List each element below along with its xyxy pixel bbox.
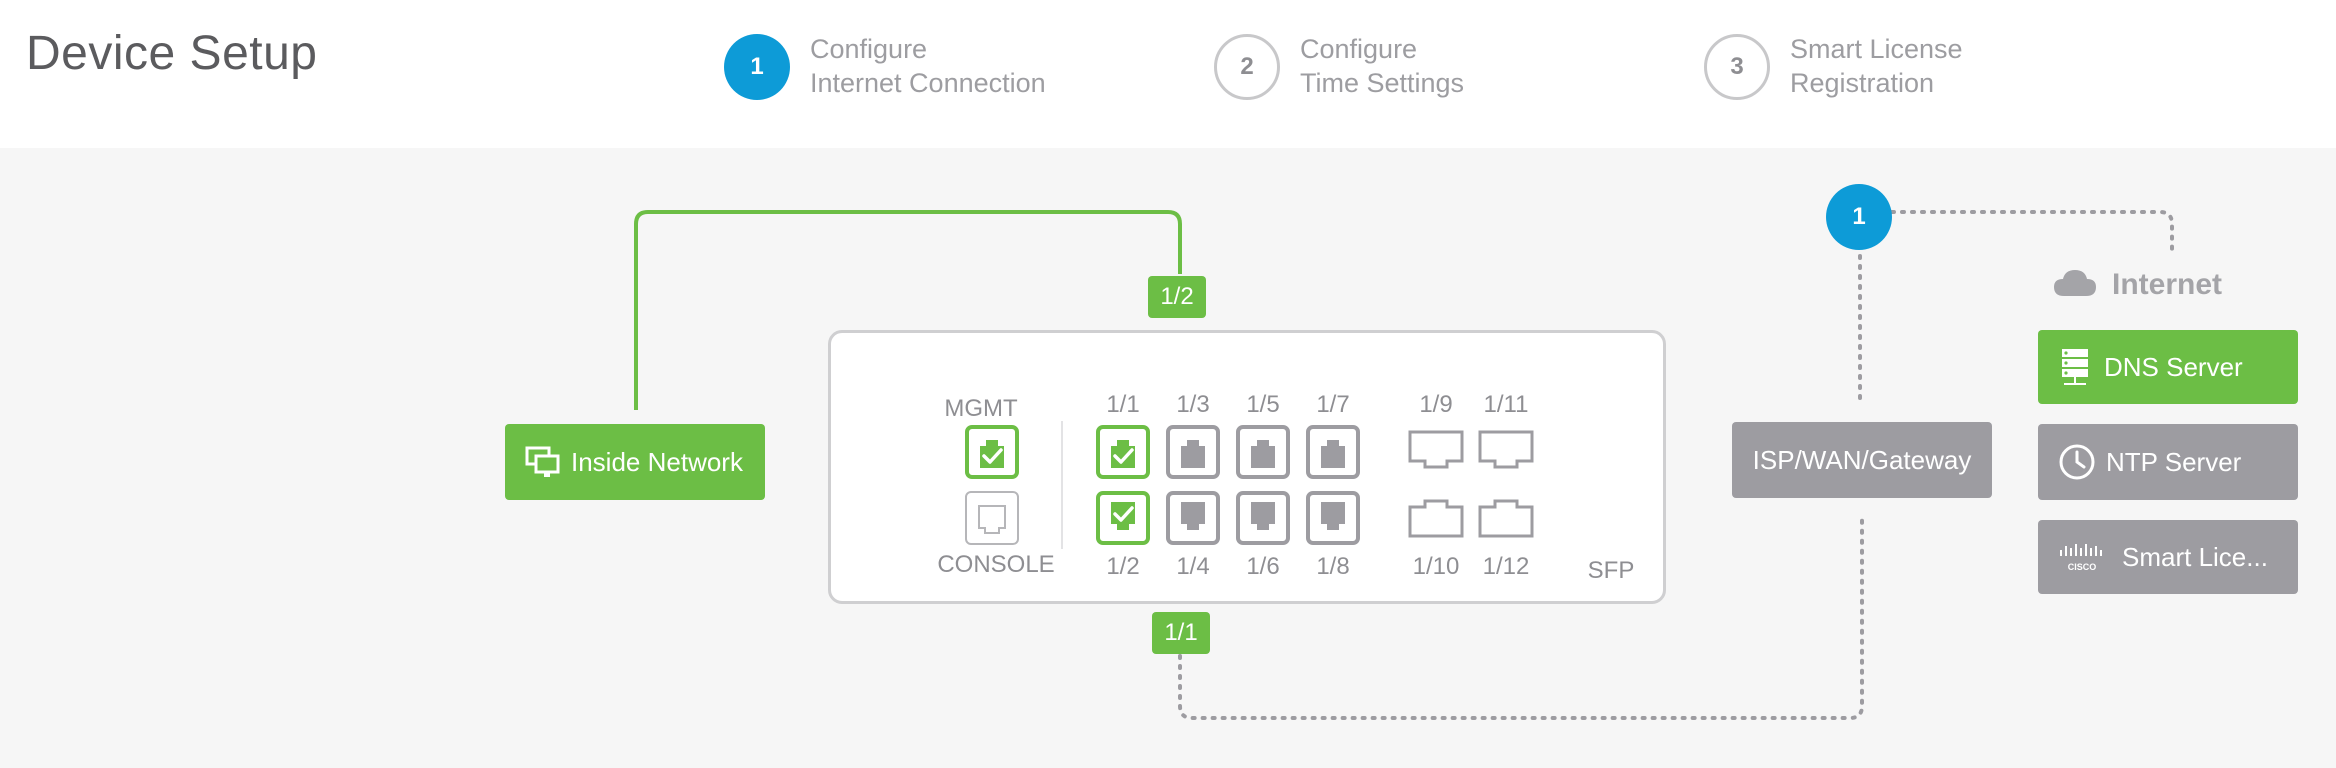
step-1-badge: 1 (1826, 184, 1892, 250)
ntp-server-label: NTP Server (2106, 446, 2242, 477)
port-label-1-6: 1/6 (1246, 553, 1280, 580)
port-label-1-10: 1/10 (1412, 553, 1460, 580)
console-port-icon (978, 505, 1006, 534)
page-title: Device Setup (26, 27, 318, 80)
ntp-server-button[interactable]: NTP Server (2038, 424, 2298, 500)
step-label: Configure Internet Connection (810, 32, 1046, 100)
port-1-1[interactable] (1096, 425, 1150, 479)
sfp-port-icon (1478, 430, 1534, 469)
cloud-icon (2052, 268, 2098, 303)
server-stack-icon (2060, 347, 2090, 387)
internet-label: Internet (2112, 268, 2223, 301)
svg-text:CISCO: CISCO (2068, 562, 2097, 572)
port-label-1-9: 1/9 (1419, 391, 1453, 418)
ethernet-port-icon (1321, 440, 1345, 468)
ethernet-port-icon (1181, 440, 1205, 468)
step-number-badge: 1 (724, 34, 790, 100)
port-1-6[interactable] (1236, 491, 1290, 545)
port-1-8[interactable] (1306, 491, 1360, 545)
port-label-1-11: 1/11 (1483, 391, 1529, 418)
console-label: CONSOLE (937, 551, 1055, 578)
ethernet-port-icon (1111, 440, 1135, 468)
inside-network-button[interactable]: Inside Network (505, 424, 765, 500)
smart-license-button[interactable]: CISCO Smart Lice... (2038, 520, 2298, 594)
step-label-line2: Internet Connection (810, 68, 1046, 98)
port-tag-bottom: 1/1 (1152, 612, 1210, 654)
step-number-badge: 2 (1214, 34, 1280, 100)
sfp-port-1-9[interactable] (1407, 429, 1465, 473)
internet-link-line (1890, 210, 2174, 254)
step-label: Configure Time Settings (1300, 32, 1464, 100)
network-diagram: 1/2 1/1 Inside Network MGMT CONSOLE 1/1 … (0, 148, 2336, 768)
sfp-port-icon (1408, 430, 1464, 469)
port-1-4[interactable] (1166, 491, 1220, 545)
ethernet-port-icon (1251, 502, 1275, 530)
dns-server-label: DNS Server (2104, 351, 2243, 382)
port-label-1-12: 1/12 (1482, 553, 1530, 580)
ethernet-port-icon (980, 440, 1004, 468)
step-label-line2: Registration (1790, 68, 1935, 98)
connection-lines (634, 210, 2174, 720)
sfp-port-1-10[interactable] (1407, 495, 1465, 539)
mgmt-label: MGMT (944, 395, 1018, 422)
sfp-port-1-12[interactable] (1477, 495, 1535, 539)
port-tag-top: 1/2 (1148, 276, 1206, 318)
port-1-7[interactable] (1306, 425, 1360, 479)
console-port[interactable] (965, 491, 1019, 545)
step-number-badge: 3 (1704, 34, 1770, 100)
port-label-1-7: 1/7 (1316, 391, 1350, 418)
inside-network-icon (525, 445, 561, 479)
port-divider (1061, 421, 1063, 549)
port-1-2[interactable] (1096, 491, 1150, 545)
clock-icon (2058, 443, 2096, 481)
dns-server-button[interactable]: DNS Server (2038, 330, 2298, 404)
step-label-line1: Smart License (1790, 34, 1963, 64)
device-chassis: MGMT CONSOLE 1/1 1/3 1/5 1/7 (828, 330, 1666, 604)
mgmt-port[interactable] (965, 425, 1019, 479)
port-label-1-4: 1/4 (1176, 553, 1210, 580)
port-label-1-2: 1/2 (1106, 553, 1140, 580)
port-label-1-1: 1/1 (1106, 391, 1140, 418)
port-label-1-8: 1/8 (1316, 553, 1350, 580)
sfp-port-1-11[interactable] (1477, 429, 1535, 473)
wan-link-line (1178, 514, 1864, 720)
port-1-5[interactable] (1236, 425, 1290, 479)
step-label-line2: Time Settings (1300, 68, 1465, 98)
port-label-1-3: 1/3 (1176, 391, 1210, 418)
cisco-logo-icon: CISCO (2058, 542, 2106, 572)
sfp-port-icon (1408, 499, 1464, 538)
inside-link-line (634, 210, 1182, 410)
ethernet-port-icon (1321, 502, 1345, 530)
step-label-line1: Configure (1300, 34, 1418, 64)
ethernet-port-icon (1251, 440, 1275, 468)
smart-license-label: Smart Lice... (2122, 541, 2268, 572)
ethernet-port-icon (1181, 502, 1205, 530)
inside-network-label: Inside Network (571, 446, 743, 477)
ethernet-port-icon (1111, 502, 1135, 530)
sfp-label: SFP (1587, 557, 1635, 584)
port-1-3[interactable] (1166, 425, 1220, 479)
sfp-port-icon (1478, 499, 1534, 538)
port-label-1-5: 1/5 (1246, 391, 1280, 418)
step-label-line1: Configure (810, 34, 928, 64)
header-bar: Device Setup 1 Configure Internet Connec… (0, 0, 2336, 148)
step-label: Smart License Registration (1790, 32, 1963, 100)
isp-gateway-button[interactable]: ISP/WAN/Gateway (1732, 422, 1992, 498)
